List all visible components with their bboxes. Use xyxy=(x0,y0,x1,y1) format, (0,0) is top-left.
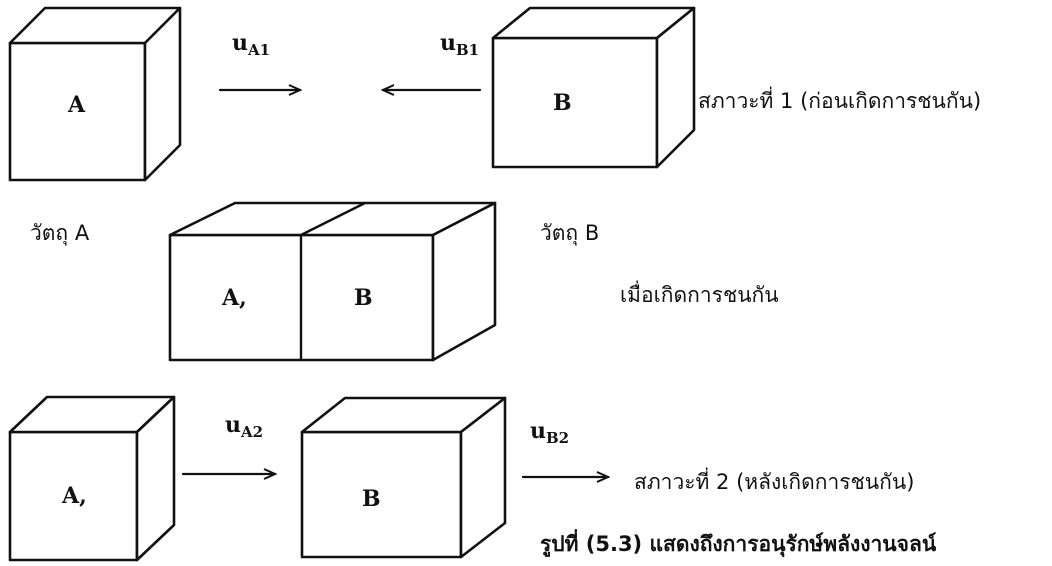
box-b-state1-label: B xyxy=(553,90,572,116)
box-a-state2-label: A, xyxy=(61,483,87,509)
box-a-state1-side xyxy=(143,6,182,182)
box-b-state2-side xyxy=(459,396,507,559)
state1-description: สภาวะที่ 1 (ก่อนเกิดการชนกัน) xyxy=(698,86,981,113)
box-b-state1: B xyxy=(491,6,696,169)
collided-box-a-label: A, xyxy=(221,285,247,311)
box-a-state2: A, xyxy=(8,395,176,562)
figure-caption: รูปที่ (5.3) แสดงถึงการอนุรักษ์พลังงานจล… xyxy=(540,528,937,558)
velocity-b2-label: uB2 xyxy=(530,418,569,447)
box-b-state2-front xyxy=(300,430,463,559)
object-b-label: วัตถุ B xyxy=(540,221,599,246)
box-b-state2-label: B xyxy=(362,486,381,512)
box-b-state2: B xyxy=(300,396,507,559)
box-a-state1-label: A xyxy=(67,92,86,118)
velocity-a2-label: uA2 xyxy=(225,412,263,441)
collided-boxes: A, B xyxy=(168,201,497,362)
box-a-state1: A xyxy=(8,6,182,182)
state2-description: สภาวะที่ 2 (หลังเกิดการชนกัน) xyxy=(634,467,914,494)
box-a-state2-side xyxy=(135,395,176,562)
collided-top-divider xyxy=(300,201,366,237)
collided-box-b-label: B xyxy=(354,285,373,311)
box-b-state1-side xyxy=(655,6,696,169)
velocity-a1-label: uA1 xyxy=(232,30,270,59)
collided-side xyxy=(431,201,497,362)
box-b-state1-front xyxy=(491,36,659,169)
velocity-b1-label: uB1 xyxy=(440,30,479,59)
collision-description: เมื่อเกิดการชนกัน xyxy=(620,280,779,307)
object-a-label: วัตถุ A xyxy=(30,221,90,246)
